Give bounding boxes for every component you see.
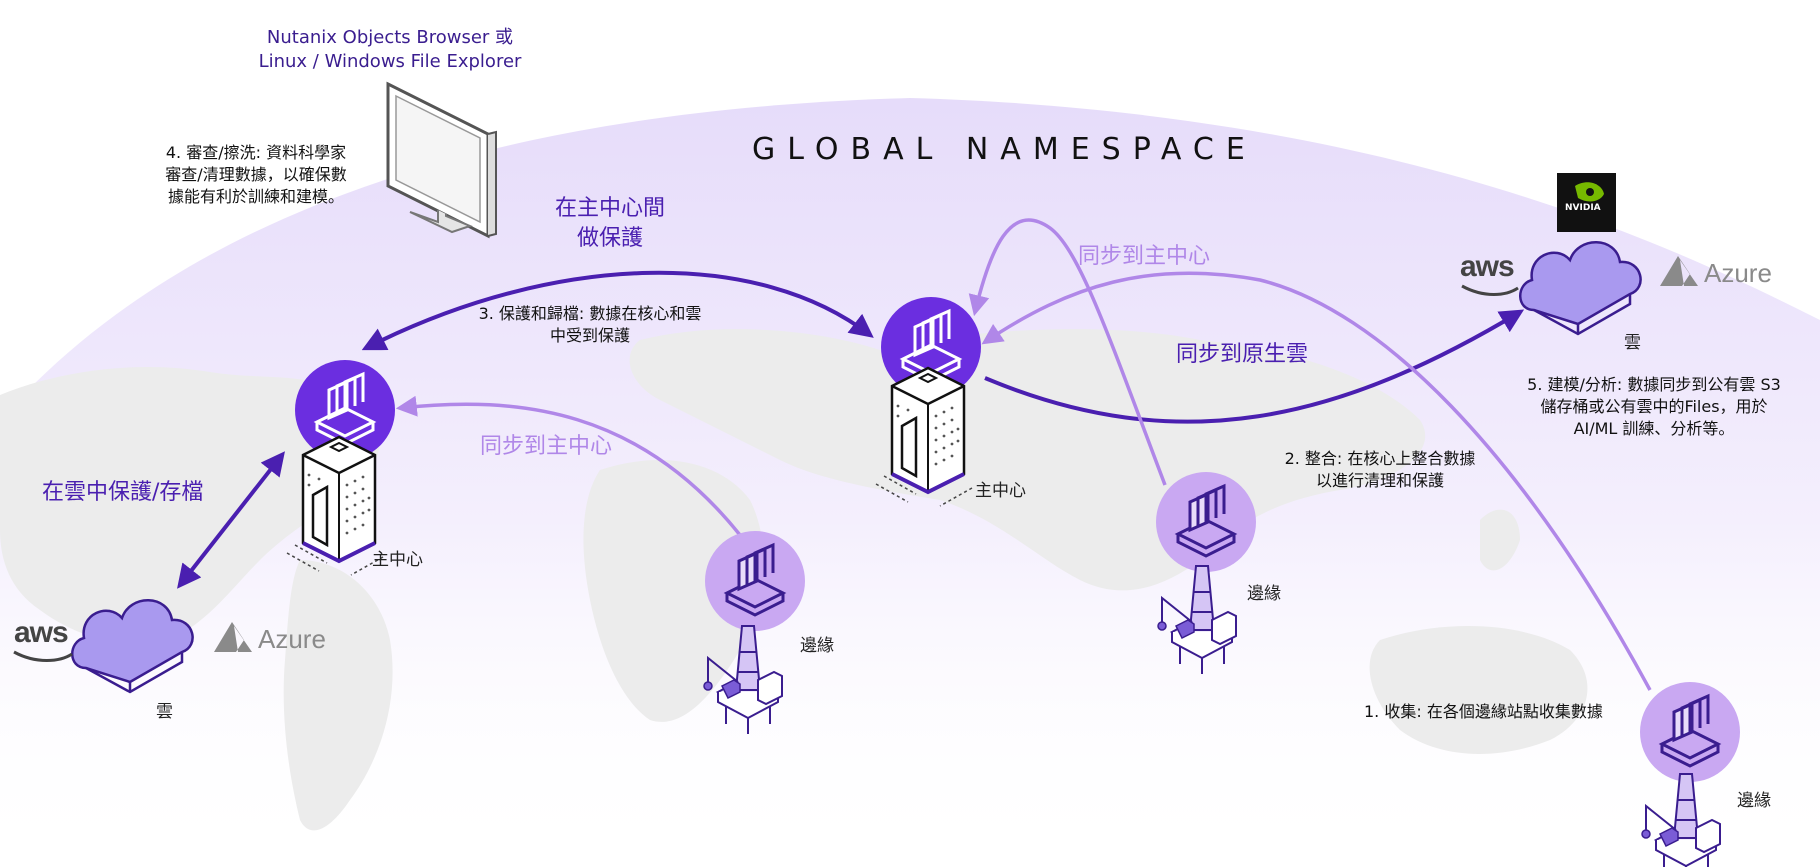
edge-label-1: 邊緣 bbox=[800, 636, 834, 656]
label-sync-to-hub-a: 同步到主中心 bbox=[480, 434, 613, 459]
step-review-line: 據能有利於訓練和建模。 bbox=[167, 187, 344, 206]
step-model-line: 5. 建模/分析: 數據同步到公有雲 S3 bbox=[1527, 375, 1781, 394]
step-protect-line: 中受到保護 bbox=[549, 326, 630, 345]
aws-logo-right: aws bbox=[1460, 250, 1515, 283]
step-review-line: 4. 審查/擦洗: 資料科學家 bbox=[165, 143, 347, 162]
edge-node-1[interactable] bbox=[705, 531, 805, 631]
azure-logo-right: Azure bbox=[1704, 258, 1772, 288]
hub-node-left[interactable] bbox=[295, 360, 395, 460]
step-consolidate-line: 2. 整合: 在核心上整合數據 bbox=[1284, 449, 1476, 468]
azure-mark-left bbox=[214, 622, 252, 652]
hub-label-left: 主中心 bbox=[372, 550, 423, 570]
cloud-label-left: 雲 bbox=[156, 702, 173, 722]
global-namespace-title: GLOBAL NAMESPACE bbox=[752, 132, 1257, 167]
nvidia-logo-text: NVIDIA bbox=[1565, 203, 1601, 213]
protect-in-cloud-arrow bbox=[177, 451, 285, 589]
step-protect: 3. 保護和歸檔: 數據在核心和雲 中受到保護 bbox=[440, 303, 740, 347]
aws-logo-left: aws bbox=[14, 616, 69, 649]
step-model-line: AI/ML 訓練、分析等。 bbox=[1573, 419, 1735, 438]
label-protect-between-hubs: 在主中心間 做保護 bbox=[520, 194, 700, 254]
step-protect-line: 3. 保護和歸檔: 數據在核心和雲 bbox=[478, 304, 702, 323]
sync-to-hub-arrow-b bbox=[968, 218, 1167, 486]
step-review-line: 審查/清理數據，以確保數 bbox=[165, 165, 347, 184]
label-sync-to-native-cloud: 同步到原生雲 bbox=[1176, 342, 1309, 367]
aws-swoosh-left bbox=[13, 650, 73, 662]
browser-caption-line1: Nutanix Objects Browser 或 bbox=[266, 27, 514, 48]
step-model-line: 儲存桶或公有雲中的Files，用於 bbox=[1540, 397, 1768, 416]
label-protect-in-cloud: 在雲中保護/存檔 bbox=[42, 480, 204, 505]
sync-to-native-cloud-arrow bbox=[984, 309, 1525, 424]
azure-logo-left: Azure bbox=[258, 624, 326, 654]
step-collect: 1. 收集: 在各個邊緣站點收集數據 bbox=[1364, 702, 1603, 721]
label-protect-between-hubs-line: 做保護 bbox=[576, 226, 643, 251]
edge-label-2: 邊緣 bbox=[1247, 584, 1281, 604]
sync-to-hub-arrow-c bbox=[981, 271, 1652, 691]
step-consolidate: 2. 整合: 在核心上整合數據 以進行清理和保護 bbox=[1250, 448, 1510, 492]
edge-node-2[interactable] bbox=[1156, 472, 1256, 572]
browser-caption: Nutanix Objects Browser 或 Linux / Window… bbox=[230, 26, 550, 74]
step-review: 4. 審查/擦洗: 資料科學家 審查/清理數據，以確保數 據能有利於訓練和建模。 bbox=[136, 142, 376, 208]
edge-node-3[interactable] bbox=[1640, 682, 1740, 782]
azure-mark-right bbox=[1660, 256, 1698, 286]
hub-node-center[interactable] bbox=[881, 297, 981, 397]
browser-caption-line2: Linux / Windows File Explorer bbox=[258, 51, 522, 72]
aws-swoosh-right bbox=[1461, 284, 1519, 296]
nvidia-logo bbox=[1557, 173, 1616, 232]
cloud-label-right: 雲 bbox=[1624, 333, 1641, 353]
hub-label-center: 主中心 bbox=[975, 481, 1026, 501]
step-consolidate-line: 以進行清理和保護 bbox=[1315, 471, 1444, 490]
protect-between-hubs-arrow bbox=[361, 270, 874, 351]
label-sync-to-hub-b: 同步到主中心 bbox=[1078, 244, 1211, 269]
sync-to-hub-arrow-a bbox=[395, 395, 742, 537]
computer-monitor-icon bbox=[386, 81, 497, 239]
step-model: 5. 建模/分析: 數據同步到公有雲 S3 儲存桶或公有雲中的Files，用於 … bbox=[1494, 374, 1814, 440]
edge-label-3: 邊緣 bbox=[1737, 791, 1771, 811]
label-protect-between-hubs-line: 在主中心間 bbox=[554, 196, 665, 221]
